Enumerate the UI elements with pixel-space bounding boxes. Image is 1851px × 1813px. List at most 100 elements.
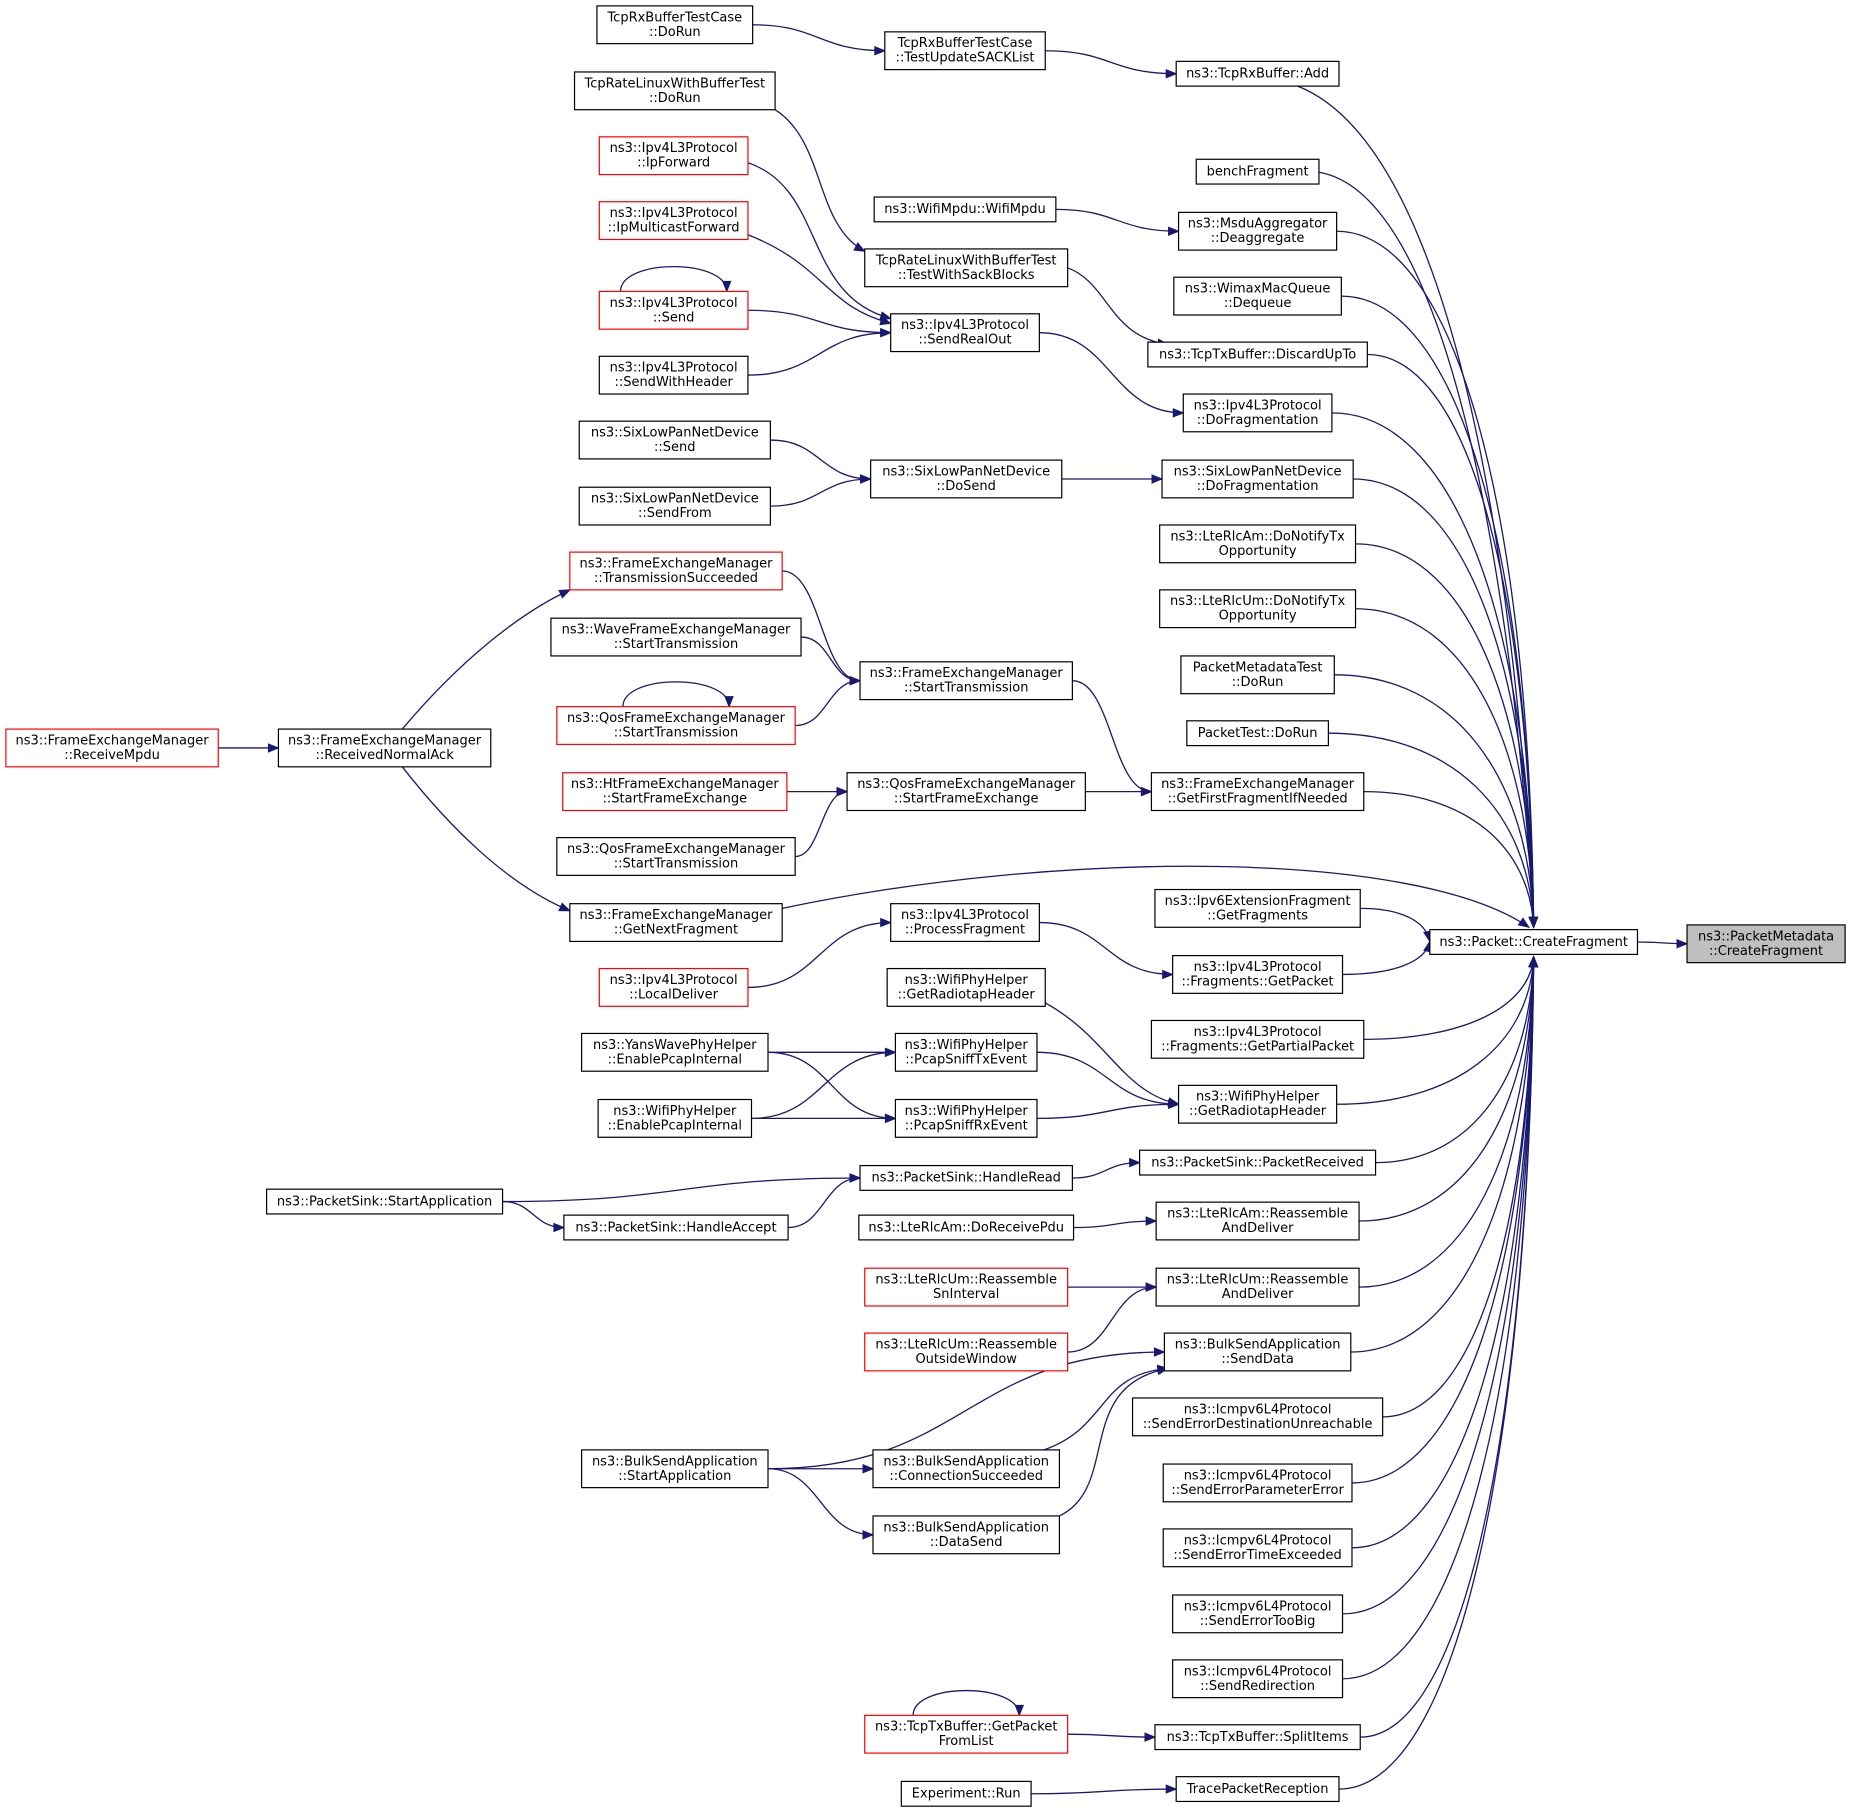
node-label: FromList — [939, 1734, 994, 1749]
node-packetsink_handleread[interactable]: ns3::PacketSink::HandleRead — [859, 1164, 1073, 1191]
node-bulksend_senddata[interactable]: ns3::BulkSendApplication::SendData — [1163, 1332, 1352, 1372]
node-htfem_startfe[interactable]: ns3::HtFrameExchangeManager::StartFrameE… — [562, 772, 788, 812]
node-wifiphy_getradiotap_r[interactable]: ns3::WifiPhyHelper::GetRadiotapHeader — [1177, 1084, 1338, 1124]
node-label: ns3::QosFrameExchangeManager — [857, 777, 1076, 792]
node-tracepacketreception[interactable]: TracePacketReception — [1175, 1776, 1340, 1803]
node-label: Opportunity — [1219, 544, 1297, 559]
node-ipv6ext_getfragments[interactable]: ns3::Ipv6ExtensionFragment::GetFragments — [1154, 888, 1361, 928]
edge-lterlcam_doreceivepdu-to-lterlcam_reassemble — [1073, 1216, 1158, 1229]
node-bulksend_connsucceeded[interactable]: ns3::BulkSendApplication::ConnectionSucc… — [872, 1449, 1060, 1489]
node-pmtest_dorun[interactable]: PacketMetadataTest::DoRun — [1180, 655, 1335, 695]
node-label: ::DataSend — [930, 1535, 1003, 1550]
node-benchfragment[interactable]: benchFragment — [1195, 158, 1320, 185]
node-fem_getfirstfragment[interactable]: ns3::FrameExchangeManager::GetFirstFragm… — [1150, 772, 1365, 812]
node-wifiphy_getradiotap_l[interactable]: ns3::WifiPhyHelper::GetRadiotapHeader — [886, 967, 1046, 1007]
node-qosfem_starttx_red[interactable]: ns3::QosFrameExchangeManager::StartTrans… — [556, 706, 796, 746]
node-packet_createfragment[interactable]: ns3::Packet::CreateFragment — [1429, 929, 1639, 956]
node-label: ::SendErrorDestinationUnreachable — [1143, 1417, 1373, 1432]
node-tcprxbuffer_add[interactable]: ns3::TcpRxBuffer::Add — [1175, 60, 1340, 87]
node-label: ::DoFragmentation — [1197, 479, 1319, 494]
node-experiment_run[interactable]: Experiment::Run — [900, 1780, 1032, 1807]
node-label: ns3::Ipv4L3Protocol — [901, 908, 1029, 923]
node-icmpv6_redirection[interactable]: ns3::Icmpv6L4Protocol::SendRedirection — [1172, 1659, 1344, 1699]
node-label: ns3::FrameExchangeManager — [16, 733, 210, 748]
node-label: TcpRateLinuxWithBufferTest — [584, 76, 766, 91]
edge-packetsink_packetreceived-to-packet_createfragment — [1375, 955, 1539, 1164]
node-ipv4_processfragment[interactable]: ns3::Ipv4L3Protocol::ProcessFragment — [890, 903, 1040, 943]
node-label: ns3::FrameExchangeManager — [579, 556, 773, 571]
node-wifiphy_pcap[interactable]: ns3::WifiPhyHelper::EnablePcapInternal — [597, 1098, 753, 1138]
node-label: ns3::PacketMetadata — [1698, 929, 1834, 944]
node-packetsink_handleaccept[interactable]: ns3::PacketSink::HandleAccept — [563, 1214, 789, 1241]
node-tcptx_discardupto[interactable]: ns3::TcpTxBuffer::DiscardUpTo — [1147, 341, 1368, 368]
node-packetsink_packetreceived[interactable]: ns3::PacketSink::PacketReceived — [1139, 1149, 1377, 1176]
node-packettest_dorun[interactable]: PacketTest::DoRun — [1186, 720, 1329, 747]
node-label: ns3::Ipv4L3Protocol — [610, 973, 738, 988]
node-qosfem_starttx[interactable]: ns3::QosFrameExchangeManager::StartTrans… — [556, 837, 796, 876]
node-sixlow_dofragmentation[interactable]: ns3::SixLowPanNetDevice::DoFragmentation — [1161, 459, 1354, 499]
edge-ipv4_processfragment-to-ipv4frag_getpacket — [1039, 921, 1175, 980]
node-ipv4_send[interactable]: ns3::Ipv4L3Protocol::Send — [598, 290, 749, 330]
node-bulksend_startapp[interactable]: ns3::BulkSendApplication::StartApplicati… — [581, 1449, 769, 1489]
node-fem_starttx[interactable]: ns3::FrameExchangeManager::StartTransmis… — [859, 661, 1073, 701]
node-ipv4_localdeliver[interactable]: ns3::Ipv4L3Protocol::LocalDeliver — [598, 967, 749, 1007]
node-tcptx_splititems[interactable]: ns3::TcpTxBuffer::SplitItems — [1154, 1724, 1361, 1751]
node-label: PacketTest::DoRun — [1198, 726, 1318, 741]
node-pm_createfragment[interactable]: ns3::PacketMetadata::CreateFragment — [1686, 924, 1846, 964]
node-icmpv6_paramerror[interactable]: ns3::Icmpv6L4Protocol::SendErrorParamete… — [1162, 1463, 1353, 1503]
node-wifimpdu_ctor[interactable]: ns3::WifiMpdu::WifiMpdu — [873, 196, 1057, 223]
node-tcpratelinux_sack[interactable]: TcpRateLinuxWithBufferTest::TestWithSack… — [864, 248, 1069, 288]
node-tcprxtest_dorun[interactable]: TcpRxBufferTestCase::DoRun — [596, 5, 754, 45]
edges-layer — [218, 24, 1689, 1795]
node-ipv4_ipforward[interactable]: ns3::Ipv4L3Protocol::IpForward — [598, 136, 749, 176]
edge-icmpv6_toobig-to-packet_createfragment — [1342, 955, 1539, 1615]
node-ipv4frag_getpartial[interactable]: ns3::Ipv4L3Protocol::Fragments::GetParti… — [1150, 1019, 1365, 1059]
node-sixlow_sendfrom[interactable]: ns3::SixLowPanNetDevice::SendFrom — [578, 486, 771, 526]
node-fem_getnextfragment[interactable]: ns3::FrameExchangeManager::GetNextFragme… — [569, 903, 783, 943]
node-ipv4_sendrealout[interactable]: ns3::Ipv4L3Protocol::SendRealOut — [890, 313, 1040, 353]
node-label: TcpRateLinuxWithBufferTest — [875, 253, 1057, 268]
node-ipv4_ipmulticastforward[interactable]: ns3::Ipv4L3Protocol::IpMulticastForward — [598, 201, 749, 241]
node-sixlow_send[interactable]: ns3::SixLowPanNetDevice::Send — [578, 420, 771, 460]
edge-ipv4_localdeliver-to-ipv4_processfragment — [747, 917, 893, 989]
node-fem_txsucceeded[interactable]: ns3::FrameExchangeManager::TransmissionS… — [569, 551, 783, 591]
node-label: ::GetFirstFragmentIfNeeded — [1168, 792, 1348, 807]
node-fem_receivednormalack[interactable]: ns3::FrameExchangeManager::ReceivedNorma… — [277, 728, 492, 768]
node-ipv4frag_getpacket[interactable]: ns3::Ipv4L3Protocol::Fragments::GetPacke… — [1172, 954, 1344, 994]
node-icmpv6_timeexceeded[interactable]: ns3::Icmpv6L4Protocol::SendErrorTimeExce… — [1162, 1528, 1353, 1568]
node-icmpv6_destunreach[interactable]: ns3::Icmpv6L4Protocol::SendErrorDestinat… — [1131, 1397, 1384, 1437]
node-packetsink_startapp[interactable]: ns3::PacketSink::StartApplication — [266, 1188, 504, 1215]
node-label: ::Send — [654, 440, 696, 455]
node-qosfem_startfe[interactable]: ns3::QosFrameExchangeManager::StartFrame… — [846, 772, 1086, 812]
node-wavefem_starttx[interactable]: ns3::WaveFrameExchangeManager::StartTran… — [550, 617, 802, 657]
node-bulksend_datasend[interactable]: ns3::BulkSendApplication::DataSend — [872, 1515, 1060, 1555]
node-label: ::StartApplication — [618, 1469, 731, 1484]
node-tcprxtest_updatesack[interactable]: TcpRxBufferTestCase::TestUpdateSACKList — [884, 31, 1046, 71]
edge-bulksend_startapp-to-bulksend_senddata — [768, 1347, 1166, 1470]
node-label: ::PcapSniffRxEvent — [905, 1118, 1028, 1133]
node-tcpratelinux_dorun[interactable]: TcpRateLinuxWithBufferTest::DoRun — [573, 71, 776, 111]
node-label: ::StartTransmission — [614, 726, 739, 741]
node-msdu_deaggregate[interactable]: ns3::MsduAggregator::Deaggregate — [1177, 211, 1338, 251]
node-label: TcpRxBufferTestCase — [606, 10, 742, 25]
node-ipv4_dofragmentation[interactable]: ns3::Ipv4L3Protocol::DoFragmentation — [1182, 393, 1333, 433]
node-yanswave_pcap[interactable]: ns3::YansWavePhyHelper::EnablePcapIntern… — [581, 1032, 769, 1072]
edge-lterlcum_reassemble_out-to-lterlcum_reassemble — [1067, 1282, 1158, 1353]
node-ipv4_sendwithheader[interactable]: ns3::Ipv4L3Protocol::SendWithHeader — [598, 355, 749, 395]
edge-packet_createfragment-to-pm_createfragment — [1637, 939, 1689, 949]
edge-wifimpdu_ctor-to-msdu_deaggregate — [1055, 208, 1180, 236]
node-wifiphy_sniffrx[interactable]: ns3::WifiPhyHelper::PcapSniffRxEvent — [894, 1098, 1038, 1138]
node-fem_receivempdu[interactable]: ns3::FrameExchangeManager::ReceiveMpdu — [5, 728, 219, 768]
node-wimax_dequeue[interactable]: ns3::WimaxMacQueue::Dequeue — [1173, 276, 1342, 316]
node-icmpv6_toobig[interactable]: ns3::Icmpv6L4Protocol::SendErrorTooBig — [1172, 1594, 1344, 1634]
node-wifiphy_snifftx[interactable]: ns3::WifiPhyHelper::PcapSniffTxEvent — [894, 1032, 1038, 1072]
node-sixlow_dosend[interactable]: ns3::SixLowPanNetDevice::DoSend — [870, 459, 1063, 499]
node-lterlcam_doreceivepdu[interactable]: ns3::LteRlcAm::DoReceivePdu — [858, 1214, 1075, 1241]
